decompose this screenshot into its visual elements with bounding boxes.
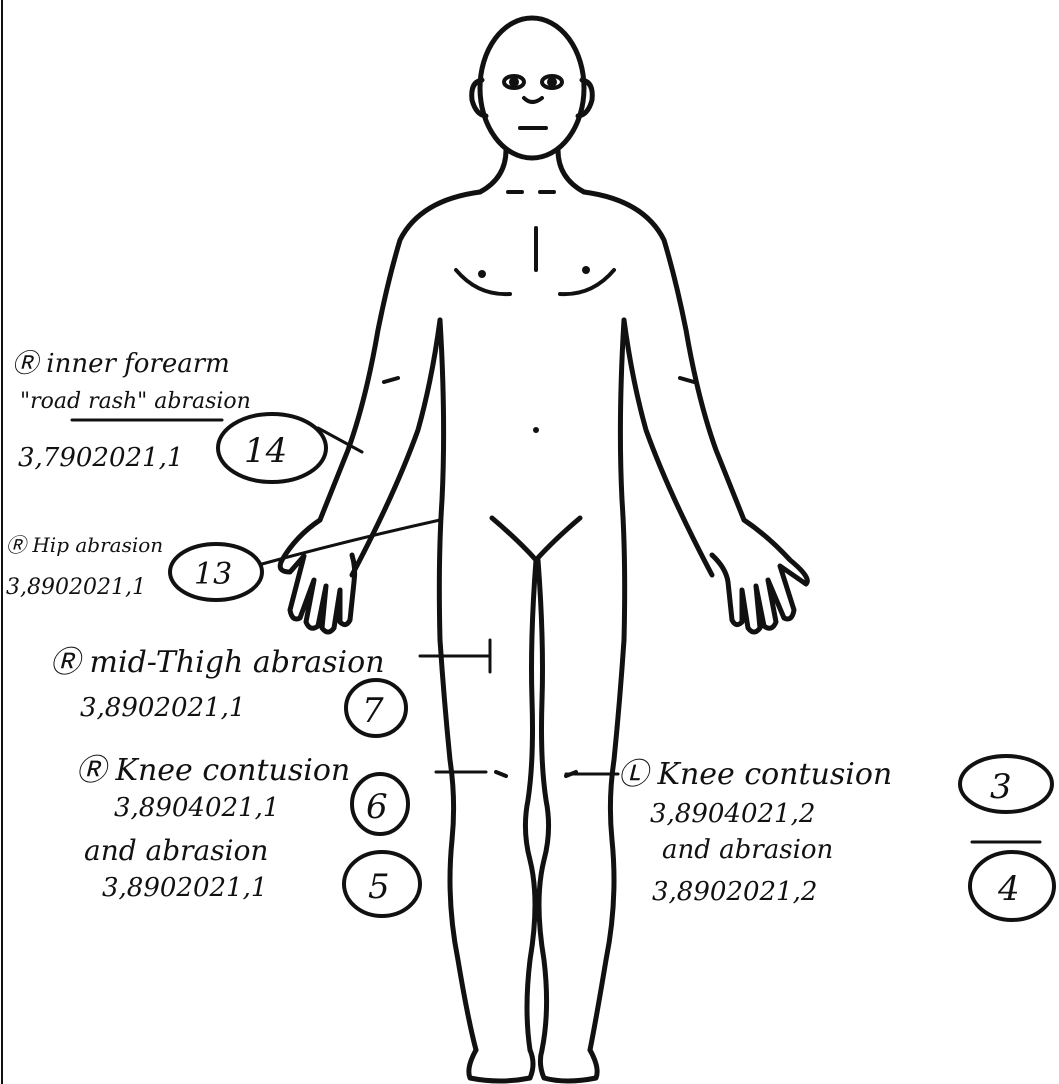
l-knee-contusion-number: 3 [990, 767, 1012, 807]
l-knee-contusion-code: 3,8904021,2 [650, 799, 815, 829]
neck-left [480, 150, 506, 192]
elbow-left [680, 378, 694, 382]
groin [492, 518, 580, 560]
forearm-label-2: "road rash" abrasion [20, 389, 251, 414]
nipple-right [582, 266, 590, 274]
left-arm-inner [624, 320, 712, 575]
l-knee-abrasion-label: and abrasion [662, 835, 833, 865]
hip-code: 3,8902021,1 [6, 575, 146, 600]
r-knee-contusion-number: 6 [366, 787, 388, 827]
nipple-left [478, 270, 486, 278]
left-foot [540, 1050, 597, 1081]
torso-right [620, 320, 624, 640]
right-hand [280, 520, 354, 632]
annotation-r-inner-forearm: Ⓡ inner forearm "road rash" abrasion 3,7… [12, 349, 362, 482]
r-knee-abrasion-label: and abrasion [84, 834, 268, 867]
torso-left [439, 320, 443, 640]
nose [524, 98, 542, 102]
elbow-right [384, 378, 398, 382]
hip-label: Ⓡ Hip abrasion [6, 533, 163, 557]
l-knee-contusion-label: Ⓛ Knee contusion [618, 757, 892, 792]
right-foot [469, 1050, 533, 1081]
head [480, 18, 584, 158]
navel [533, 427, 539, 433]
neck-right [558, 150, 584, 192]
l-knee-abrasion-number: 4 [997, 869, 1020, 909]
hip-number: 13 [194, 557, 232, 592]
forearm-label-1: Ⓡ inner forearm [12, 349, 230, 379]
r-knee-contusion-label: Ⓡ Knee contusion [76, 753, 350, 788]
left-hand [712, 520, 807, 632]
figure-details [384, 76, 694, 776]
left-leg-inner [538, 560, 549, 1050]
r-knee-abrasion-number: 5 [368, 867, 390, 907]
r-knee-abrasion-code: 3,8902021,1 [102, 873, 267, 903]
human-figure [280, 18, 807, 1081]
l-knee-abrasion-code: 3,8902021,2 [652, 877, 817, 907]
thigh-label: Ⓡ mid-Thigh abrasion [50, 645, 385, 680]
annotation-r-knee: Ⓡ Knee contusion 3,8904021,1 6 and abras… [76, 753, 486, 916]
thigh-code: 3,8902021,1 [80, 693, 245, 723]
right-leg-outer [440, 640, 476, 1050]
thigh-number: 7 [362, 691, 384, 731]
r-knee-contusion-code: 3,8904021,1 [114, 793, 279, 823]
forearm-number: 14 [244, 431, 287, 471]
left-leg-outer [590, 640, 624, 1050]
knee-right [496, 772, 506, 776]
annotation-r-mid-thigh: Ⓡ mid-Thigh abrasion 3,8902021,1 7 [50, 640, 490, 736]
right-leg-inner [525, 560, 536, 1050]
forearm-code: 3,7902021,1 [18, 443, 183, 473]
annotation-l-knee: Ⓛ Knee contusion 3 3,8904021,2 and abras… [566, 756, 1054, 920]
